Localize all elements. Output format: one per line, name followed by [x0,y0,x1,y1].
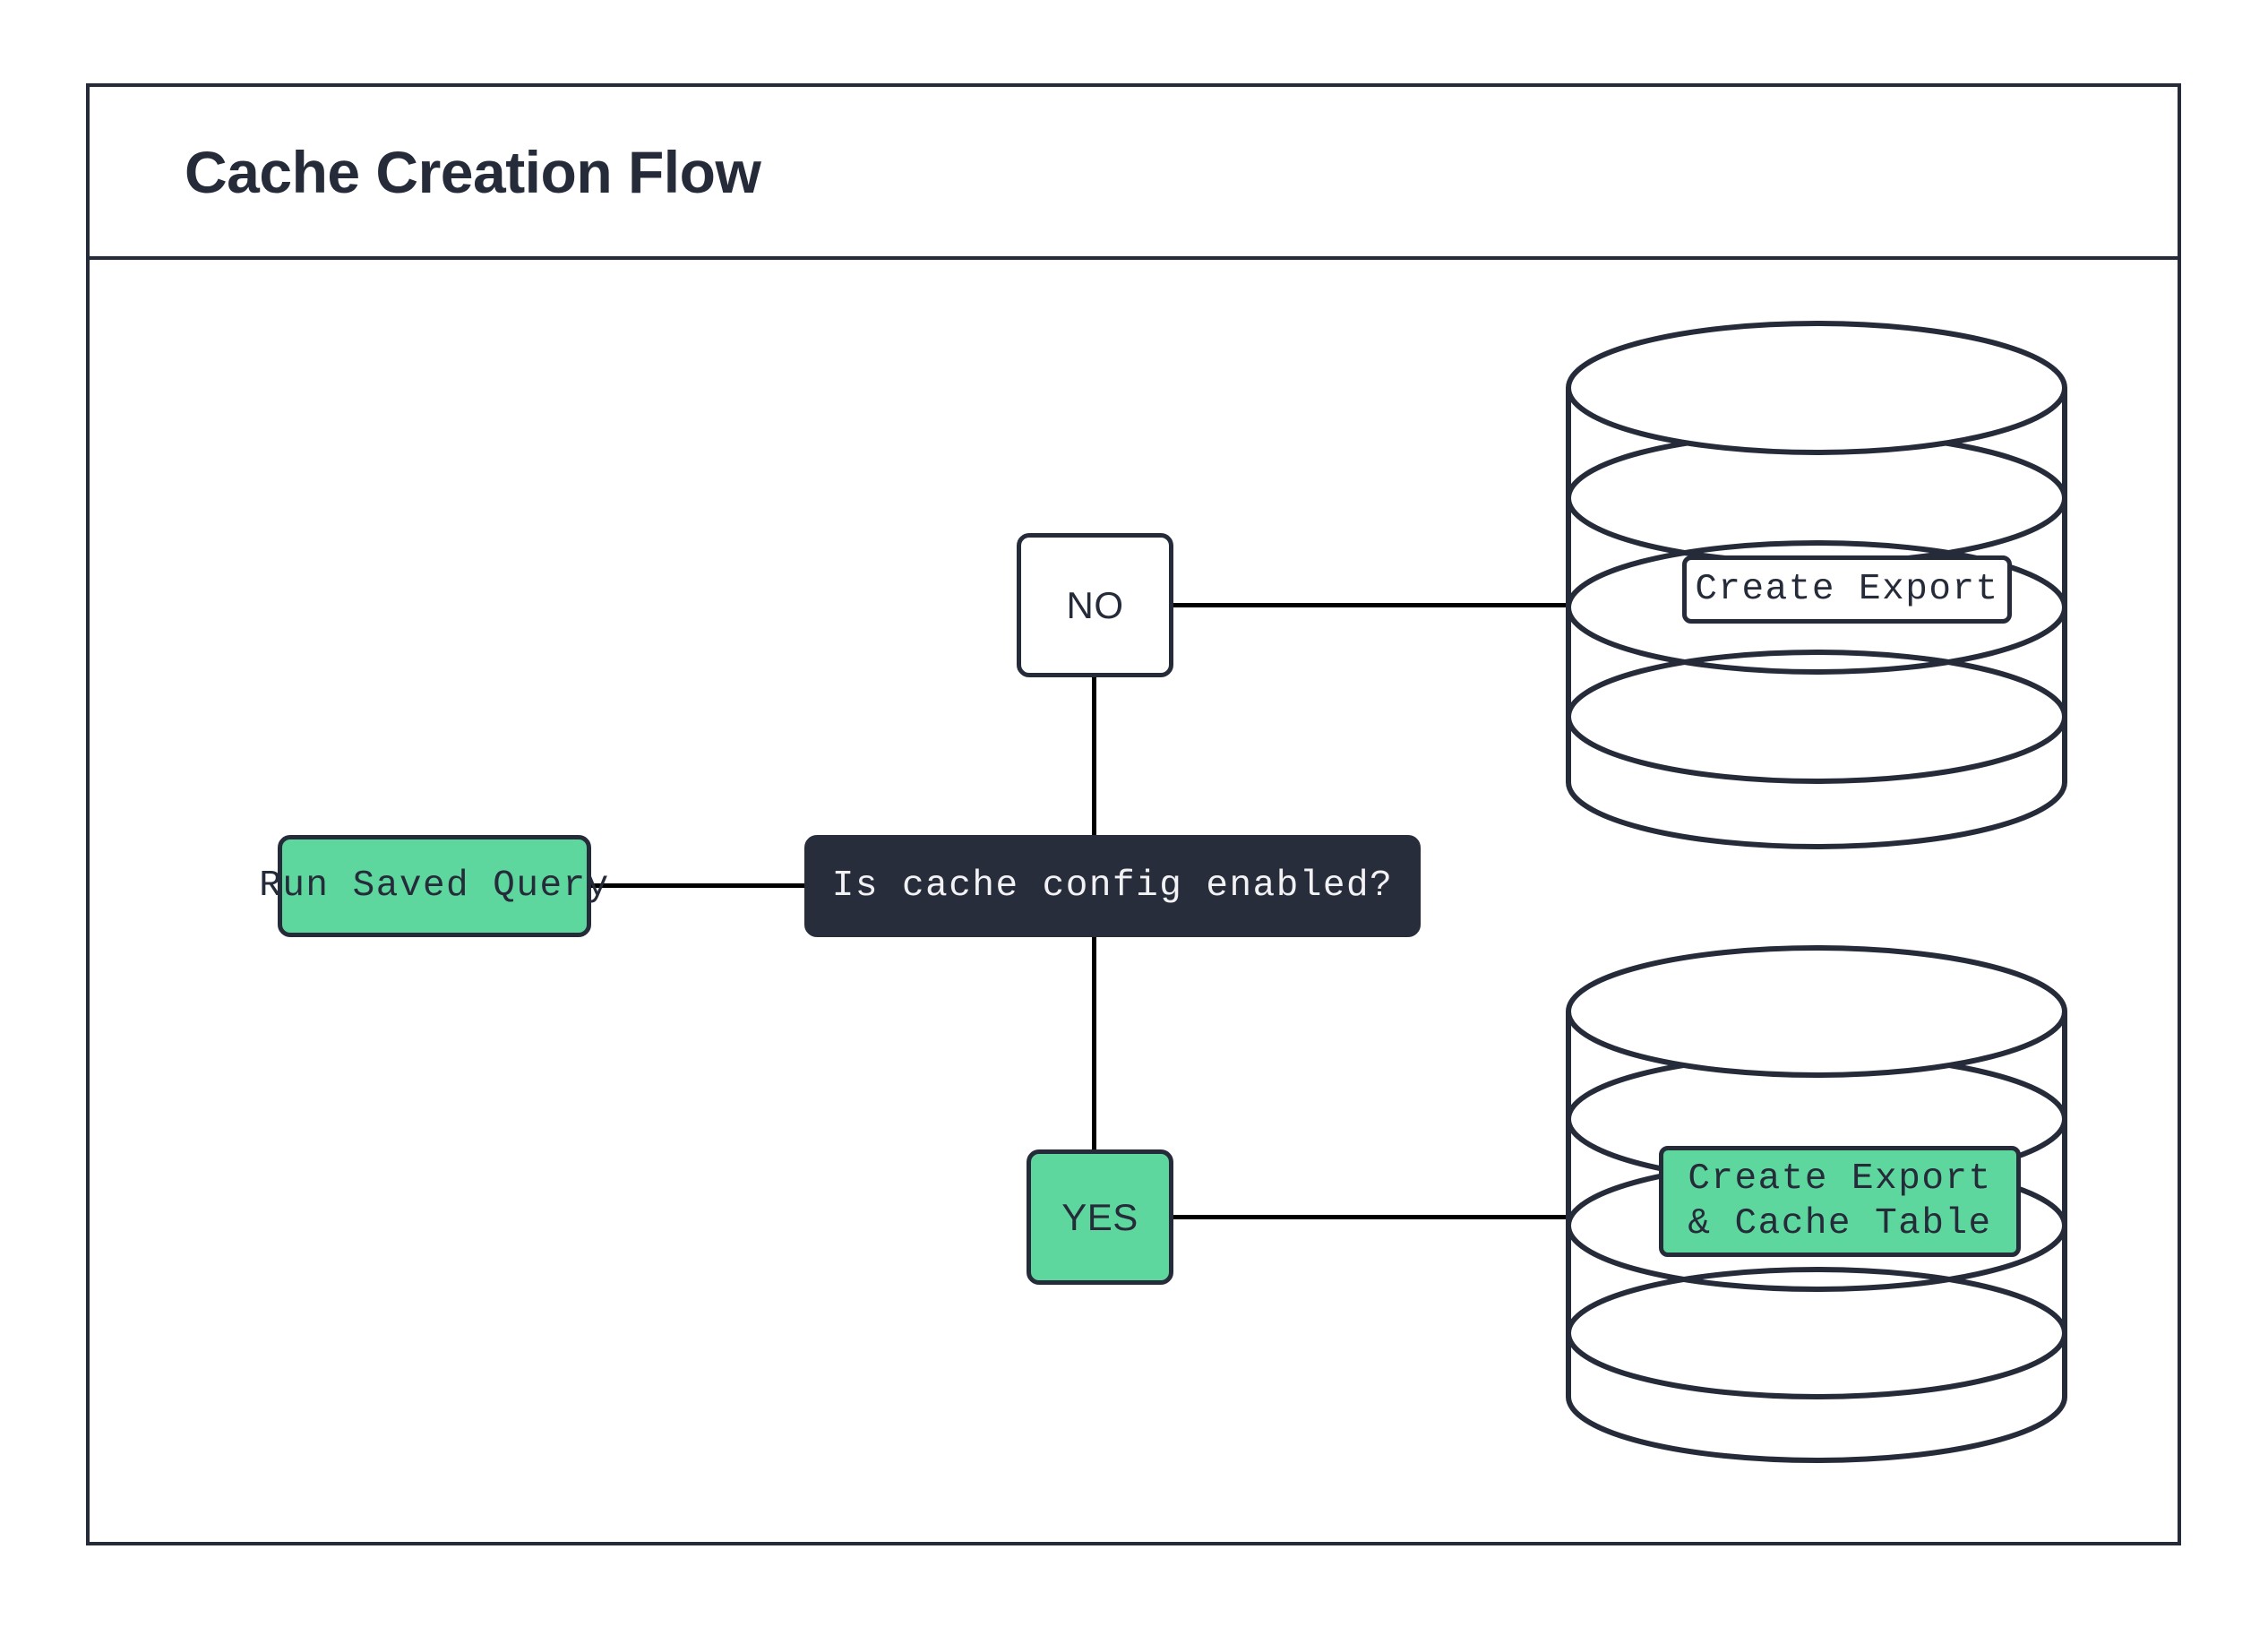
edge-decision-to-yes [1092,934,1096,1152]
database-icon [1566,321,2067,849]
edge-start-to-decision [589,883,807,888]
node-branch-yes[interactable]: YES [1027,1149,1173,1285]
node-branch-no[interactable]: NO [1017,533,1173,677]
edge-decision-to-no [1092,674,1096,839]
node-run-saved-query[interactable]: Run Saved Query [259,835,608,937]
node-is-cache-config-enabled[interactable]: Is cache config enabled? [804,835,1421,937]
page-title: Cache Creation Flow [185,138,761,205]
database-icon [1566,945,2067,1463]
edge-yes-to-store-export-cache [1171,1215,1569,1219]
database-cylinder-create-export[interactable] [1566,321,2067,849]
edge-no-to-store-export [1171,603,1569,607]
diagram-title-bar: Cache Creation Flow [90,87,2178,260]
store-label-create-export-cache-table[interactable]: Create Export & Cache Table [1659,1146,2021,1257]
database-cylinder-create-export-cache-table[interactable] [1566,945,2067,1463]
store-label-create-export[interactable]: Create Export [1682,555,2012,624]
